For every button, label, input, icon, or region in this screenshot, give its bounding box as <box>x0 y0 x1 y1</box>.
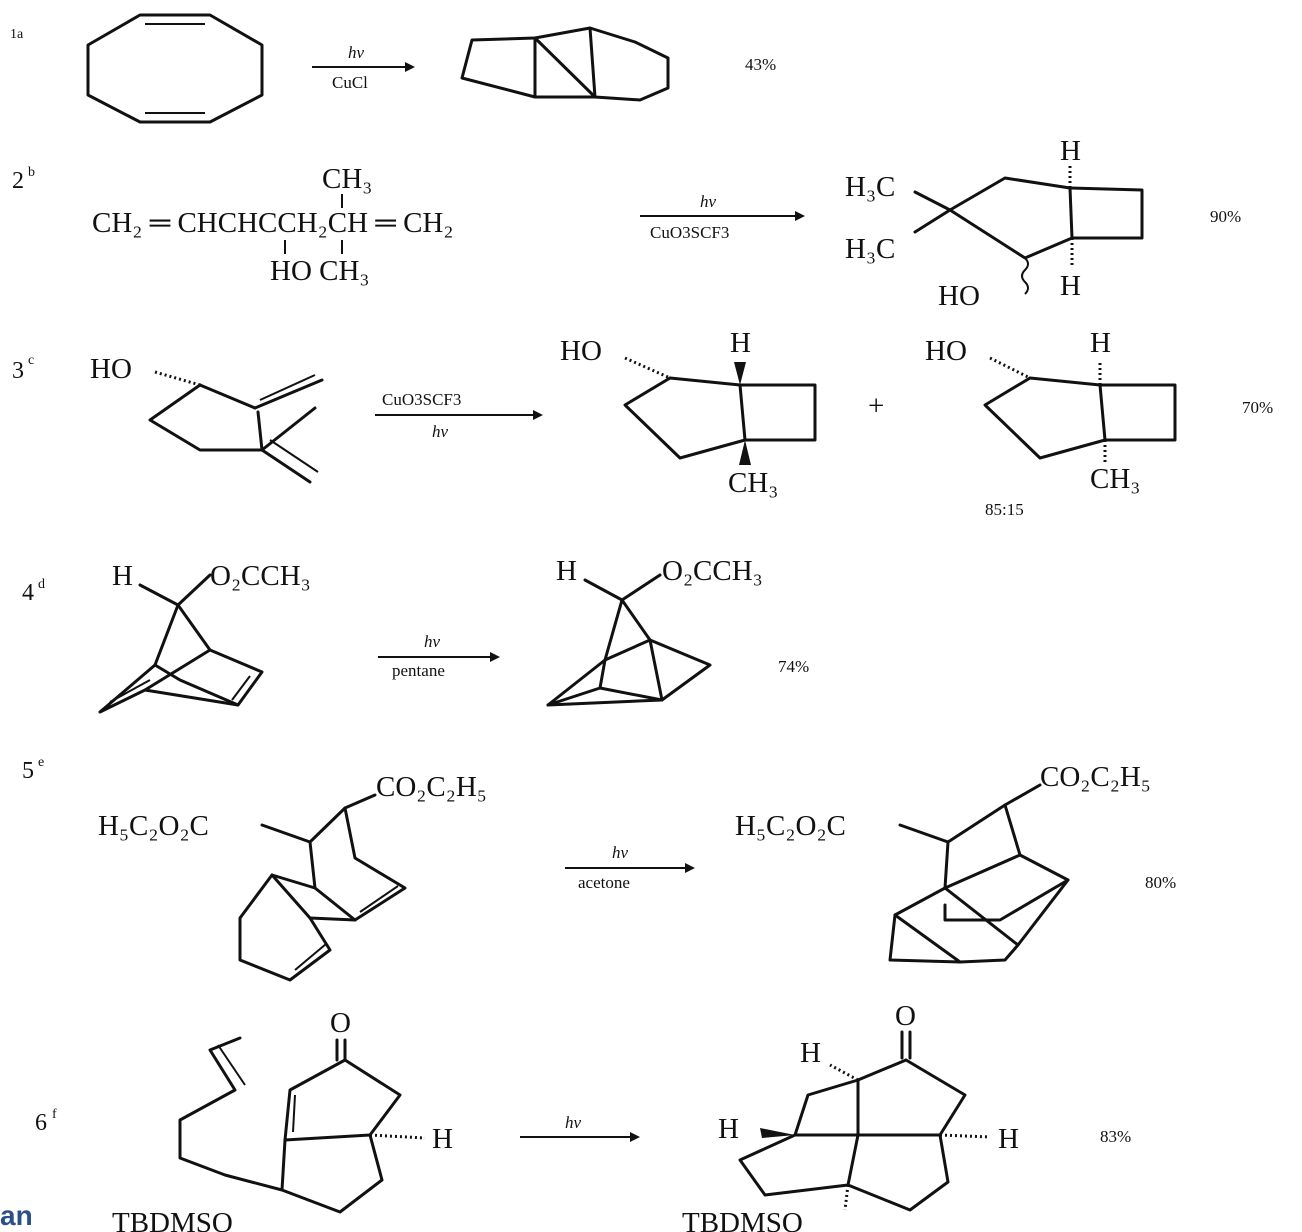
yield-4: 74% <box>778 657 809 676</box>
entry-1a-label: 1a <box>10 27 24 42</box>
reactant-2-top: CH₃ <box>322 163 372 195</box>
reactant-5 <box>238 793 407 982</box>
entry-3-label: 3 <box>12 358 24 384</box>
product-3b <box>983 356 1177 465</box>
reactant-5-ester-left: H₅C₂O₂C <box>98 810 209 842</box>
product-6 <box>738 1030 991 1212</box>
reactant-6-o: O <box>330 1007 351 1039</box>
reactant-2-formula: CH₂ ═ CHCHCCH₂CH ═ CH₂ <box>92 207 453 239</box>
entry-6-sup: f <box>52 1107 57 1122</box>
condition-5-bottom: acetone <box>578 873 630 892</box>
product-2 <box>913 165 1144 295</box>
condition-1-bottom: CuCl <box>332 73 368 92</box>
product-6-h-left: H <box>718 1113 739 1145</box>
reactant-3-ho: HO <box>90 353 132 385</box>
arrow-3 <box>375 410 543 420</box>
product-6-h-top: H <box>800 1037 821 1069</box>
yield-2: 90% <box>1210 207 1241 226</box>
entry-3-sup: c <box>28 353 34 368</box>
product-2-h-top: H <box>1060 135 1081 167</box>
reactant-6-h: H <box>432 1123 453 1155</box>
reactant-6 <box>178 1036 426 1214</box>
product-2-h3c-top: H₃C <box>845 171 895 203</box>
product-5-ester-left: H₅C₂O₂C <box>735 810 846 842</box>
reactant-2-bottom: HO CH₃ <box>270 255 370 287</box>
product-4-quadricyclane <box>546 573 712 707</box>
reactant-3 <box>148 370 324 484</box>
product-2-ho: HO <box>938 280 980 312</box>
entry-2-sup: b <box>28 165 35 180</box>
yield-6: 83% <box>1100 1127 1131 1146</box>
arrow-2 <box>640 211 805 221</box>
arrow-4 <box>378 652 500 662</box>
plus-sign: + <box>868 390 884 422</box>
product-1 <box>460 26 670 102</box>
product-6-h-right: H <box>998 1123 1019 1155</box>
condition-4-bottom: pentane <box>392 661 445 680</box>
product-3a-ch3: CH₃ <box>728 467 778 499</box>
yield-5: 80% <box>1145 873 1176 892</box>
product-3b-h: H <box>1090 327 1111 359</box>
product-3b-ho: HO <box>925 335 967 367</box>
entry-4-sup: d <box>38 577 45 592</box>
product-3a-ho: HO <box>560 335 602 367</box>
condition-3-bottom: hν <box>432 422 449 441</box>
condition-2-top: hν <box>700 192 717 211</box>
product-4-h: H <box>556 555 577 587</box>
reactant-4-ester: O₂CCH₃ <box>210 560 311 592</box>
arrow-1 <box>312 62 415 72</box>
condition-1-top: hν <box>348 43 365 62</box>
condition-4-top: hν <box>424 632 441 651</box>
entry-4-label: 4 <box>22 580 34 606</box>
arrow-5 <box>565 863 695 873</box>
condition-2-bottom: CuO3SCF3 <box>650 223 729 242</box>
reactant-5-ester-top: CO₂C₂H₅ <box>376 771 487 803</box>
product-3a-h: H <box>730 327 751 359</box>
entry-5-label: 5 <box>22 758 34 784</box>
yield-1: 43% <box>745 55 776 74</box>
product-2-h3c-bottom: H₃C <box>845 233 895 265</box>
product-3a <box>623 356 817 465</box>
corner-text: an <box>0 1200 33 1231</box>
cyclooctadiene <box>86 13 264 124</box>
arrow-6 <box>520 1132 640 1142</box>
condition-3-top: CuO3SCF3 <box>382 390 461 409</box>
product-5-ester-top: CO₂C₂H₅ <box>1040 761 1151 793</box>
product-4-ester: O₂CCH₃ <box>662 555 763 587</box>
product-6-o: O <box>895 1000 916 1032</box>
product-5-cage <box>888 783 1070 964</box>
entry-5-sup: e <box>38 755 44 770</box>
product-6-tbdmso: TBDMSO <box>682 1207 803 1232</box>
condition-5-top: hν <box>612 843 629 862</box>
yield-3: 70% <box>1242 398 1273 417</box>
ratio-3: 85:15 <box>985 500 1024 519</box>
product-3b-ch3: CH₃ <box>1090 463 1140 495</box>
reactant-4-norbornadiene <box>98 573 264 714</box>
reactant-6-tbdmso: TBDMSO <box>112 1207 233 1232</box>
condition-6-top: hν <box>565 1113 582 1132</box>
entry-2-label: 2 <box>12 168 24 194</box>
reactant-4-h: H <box>112 560 133 592</box>
product-2-h-bottom: H <box>1060 270 1081 302</box>
entry-6-label: 6 <box>35 1110 47 1136</box>
